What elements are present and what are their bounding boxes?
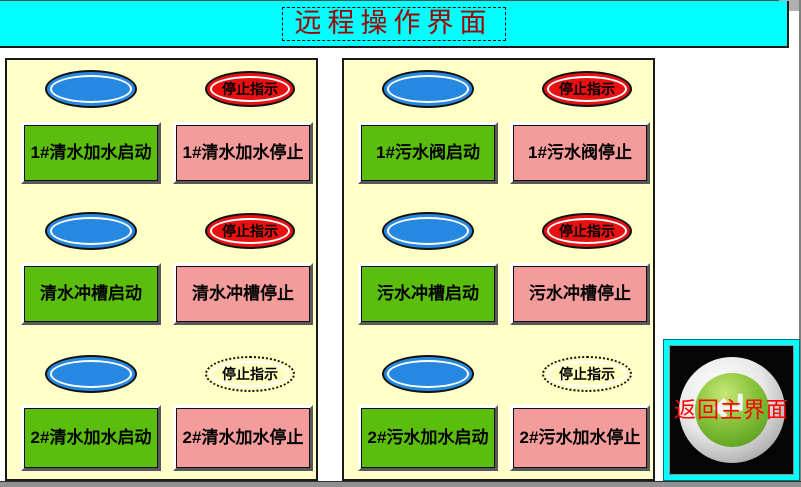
start-button[interactable]: 2#清水加水启动 bbox=[21, 405, 161, 471]
button-label: 2#清水加水启动 bbox=[24, 408, 158, 468]
button-label: 2#污水加水启动 bbox=[361, 408, 495, 468]
stop-indicator-lamp: 停止指示 bbox=[542, 71, 632, 107]
background-window-edge bbox=[799, 0, 801, 487]
lamp-ring bbox=[210, 218, 290, 244]
title-box: 远程操作界面 bbox=[281, 6, 506, 41]
stop-indicator-label: 停止指示 bbox=[559, 223, 615, 239]
button-label: 清水冲槽停止 bbox=[176, 266, 310, 322]
lamp-ring bbox=[50, 217, 132, 245]
page-title: 远程操作界面 bbox=[294, 8, 493, 39]
button-label: 1#污水阀启动 bbox=[361, 125, 495, 181]
stop-button[interactable]: 清水冲槽停止 bbox=[173, 263, 313, 325]
panel-clean-water: 停止指示 1#清水加水启动 1#清水加水停止 停止指示 清水冲槽启动 清水冲槽停… bbox=[5, 58, 318, 481]
button-label: 2#污水加水停止 bbox=[513, 408, 647, 468]
run-indicator-lamp bbox=[45, 212, 137, 250]
start-button[interactable]: 2#污水加水启动 bbox=[358, 405, 498, 471]
return-button-face: ↵ bbox=[694, 373, 769, 447]
lamp-ring bbox=[547, 76, 627, 102]
panel-sewage-water: 停止指示 1#污水阀启动 1#污水阀停止 停止指示 污水冲槽启动 污水冲槽停止 … bbox=[342, 58, 655, 481]
lamp-ring bbox=[50, 75, 132, 103]
stop-indicator-lamp: 停止指示 bbox=[205, 71, 295, 107]
background-window-edge bbox=[0, 481, 801, 487]
return-home-button[interactable]: ↵ 返回主界面 bbox=[663, 339, 800, 481]
stop-indicator-lamp: 停止指示 bbox=[205, 356, 295, 392]
lamp-ring bbox=[387, 217, 469, 245]
lamp-ring bbox=[547, 218, 627, 244]
lamp-ring bbox=[210, 76, 290, 102]
start-button[interactable]: 1#清水加水启动 bbox=[21, 122, 161, 184]
button-label: 1#清水加水停止 bbox=[176, 125, 310, 181]
return-button-bezel[interactable]: ↵ bbox=[669, 345, 794, 475]
stop-indicator-label: 停止指示 bbox=[222, 81, 278, 97]
stop-indicator-lamp: 停止指示 bbox=[205, 213, 295, 249]
stop-button[interactable]: 1#清水加水停止 bbox=[173, 122, 313, 184]
stop-indicator-lamp: 停止指示 bbox=[542, 213, 632, 249]
stop-button[interactable]: 污水冲槽停止 bbox=[510, 263, 650, 325]
return-arrow-icon: ↵ bbox=[713, 383, 750, 432]
run-indicator-lamp bbox=[45, 70, 137, 108]
start-button[interactable]: 清水冲槽启动 bbox=[21, 263, 161, 325]
lamp-ring bbox=[547, 361, 627, 387]
stop-indicator-label: 停止指示 bbox=[222, 366, 278, 382]
stop-button[interactable]: 1#污水阀停止 bbox=[510, 122, 650, 184]
lamp-ring bbox=[387, 360, 469, 388]
start-button[interactable]: 污水冲槽启动 bbox=[358, 263, 498, 325]
stop-button[interactable]: 2#污水加水停止 bbox=[510, 405, 650, 471]
button-label: 污水冲槽停止 bbox=[513, 266, 647, 322]
stop-indicator-label: 停止指示 bbox=[222, 223, 278, 239]
button-label: 1#污水阀停止 bbox=[513, 125, 647, 181]
run-indicator-lamp bbox=[382, 212, 474, 250]
stop-indicator-label: 停止指示 bbox=[559, 366, 615, 382]
run-indicator-lamp bbox=[382, 70, 474, 108]
stop-button[interactable]: 2#清水加水停止 bbox=[173, 405, 313, 471]
lamp-ring bbox=[50, 360, 132, 388]
background-window-fragment bbox=[779, 0, 801, 11]
button-label: 清水冲槽启动 bbox=[24, 266, 158, 322]
button-label: 1#清水加水启动 bbox=[24, 125, 158, 181]
lamp-ring bbox=[387, 75, 469, 103]
button-label: 污水冲槽启动 bbox=[361, 266, 495, 322]
start-button[interactable]: 1#污水阀启动 bbox=[358, 122, 498, 184]
button-label: 2#清水加水停止 bbox=[176, 408, 310, 468]
lamp-ring bbox=[210, 361, 290, 387]
stop-indicator-lamp: 停止指示 bbox=[542, 356, 632, 392]
run-indicator-lamp bbox=[382, 355, 474, 393]
title-bar: 远程操作界面 bbox=[0, 1, 789, 48]
stop-indicator-label: 停止指示 bbox=[559, 81, 615, 97]
run-indicator-lamp bbox=[45, 355, 137, 393]
